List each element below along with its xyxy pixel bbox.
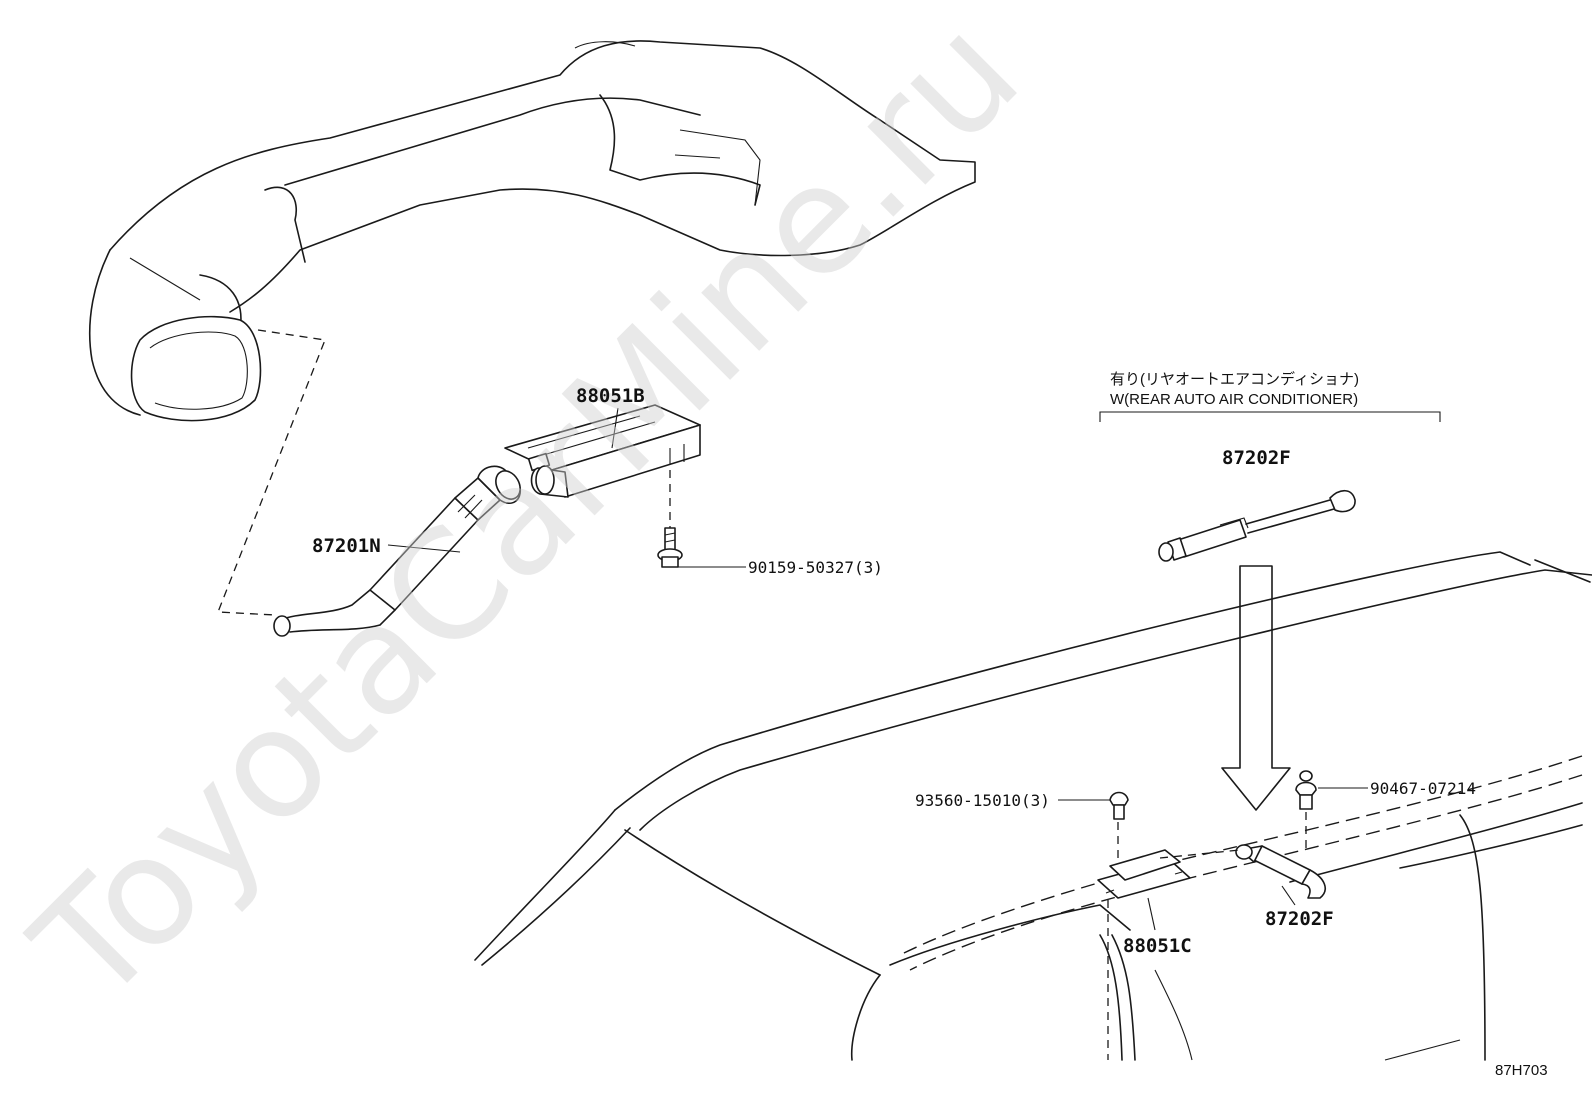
- duct-link-dashed: [217, 329, 326, 616]
- diagram-id: 87H703: [1495, 1062, 1548, 1079]
- bolt-93560-drawing: [1109, 791, 1129, 820]
- label-87201N: 87201N: [312, 535, 381, 557]
- label-87202F-top: 87202F: [1222, 447, 1291, 469]
- annotation-bracket: [1099, 411, 1441, 422]
- label-90159-50327: 90159-50327(3): [748, 558, 883, 577]
- part-87202F-bottom-drawing: [1159, 844, 1326, 899]
- part-87201N-drawing: [273, 465, 522, 637]
- bolt-90159-drawing: [657, 470, 683, 568]
- label-87202F-bottom: 87202F: [1265, 908, 1334, 930]
- part-88051C-drawing: [1097, 822, 1191, 1060]
- label-88051C: 88051C: [1123, 935, 1192, 957]
- label-93560-15010: 93560-15010(3): [915, 791, 1050, 810]
- roof-body-drawing: [474, 551, 1592, 1061]
- watermark-text: ToyotaCarMine.ru: [2, 0, 1052, 1036]
- leader-lines: [387, 407, 1368, 931]
- part-87202F-top-drawing: [1158, 489, 1356, 562]
- air-duct-drawing: [88, 40, 976, 422]
- clip-90467-drawing: [1295, 770, 1317, 850]
- label-88051B: 88051B: [576, 385, 645, 407]
- label-90467-07214: 90467-07214: [1370, 779, 1476, 798]
- annotation-english: W(REAR AUTO AIR CONDITIONER): [1110, 391, 1358, 408]
- part-88051B-drawing: [504, 404, 701, 498]
- annotation-japanese: 有り(リヤオートエアコンディショナ): [1110, 370, 1359, 388]
